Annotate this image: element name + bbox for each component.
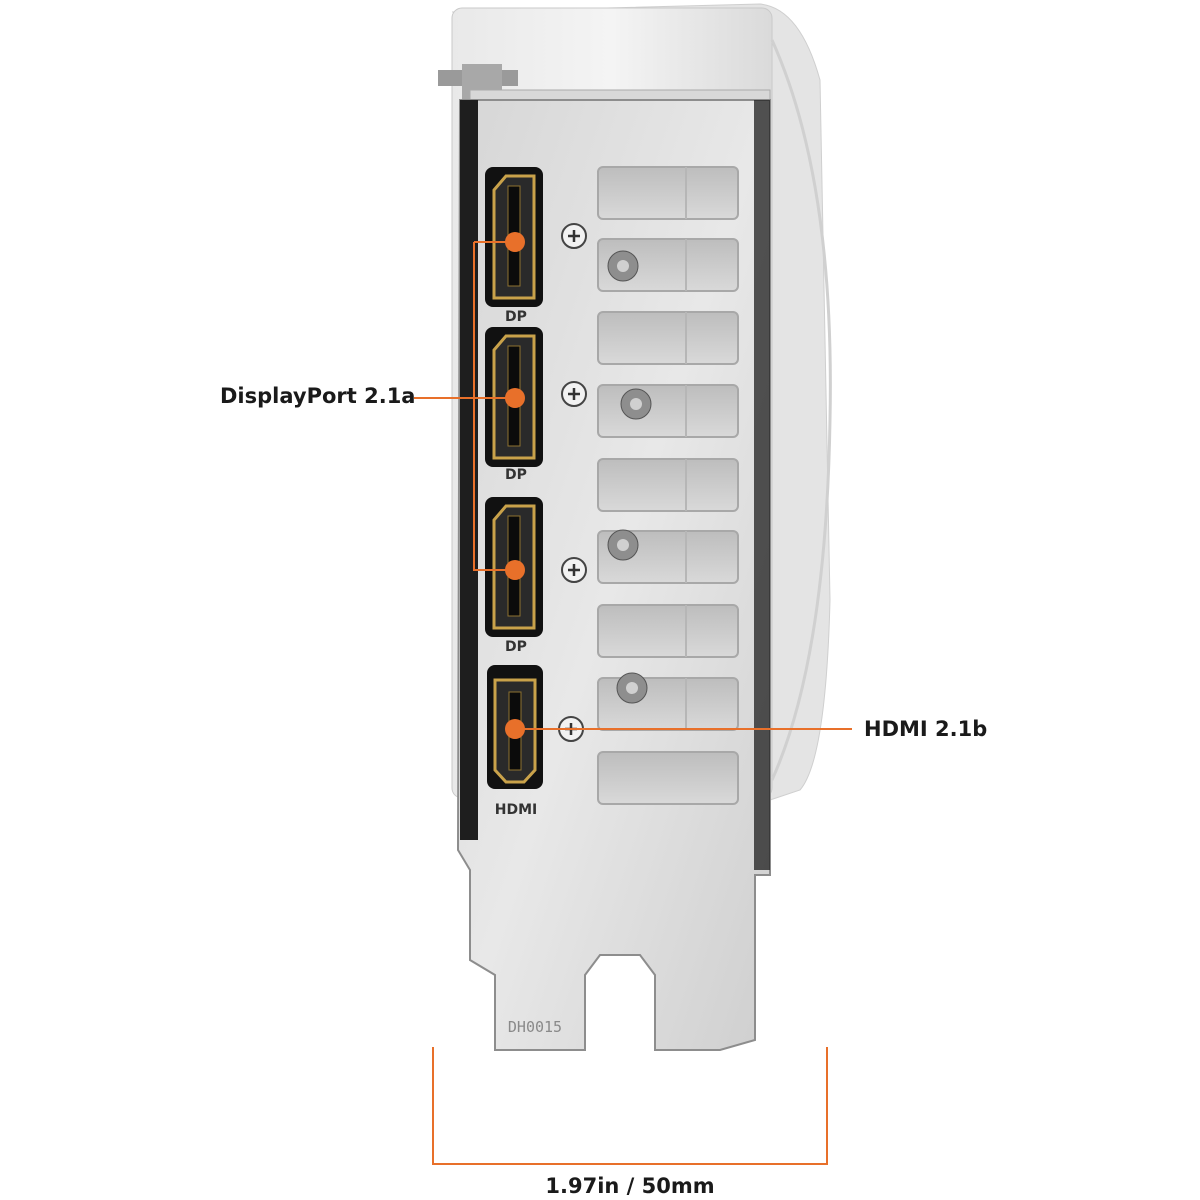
port-label-dp-1: DP	[505, 309, 527, 325]
dp3-marker	[505, 560, 525, 580]
width-dimension-label: 1.97in / 50mm	[545, 1174, 715, 1198]
dp1-marker	[505, 232, 525, 252]
hdmi-marker	[505, 719, 525, 739]
port-label-dp-3: DP	[505, 639, 527, 655]
bracket-stamp: DH0015	[508, 1018, 562, 1036]
displayport-callout-label: DisplayPort 2.1a	[220, 384, 416, 408]
hdmi-callout-label: HDMI 2.1b	[864, 717, 988, 741]
port-label-hdmi: HDMI	[495, 802, 537, 818]
callout-lines	[414, 241, 852, 730]
dp2-marker	[505, 388, 525, 408]
width-dimension-bracket	[432, 1047, 828, 1165]
displayport-callout-line	[473, 242, 515, 571]
port-label-dp-2: DP	[505, 467, 527, 483]
hex-standoff-icon	[607, 250, 652, 704]
callout-markers	[505, 232, 525, 739]
